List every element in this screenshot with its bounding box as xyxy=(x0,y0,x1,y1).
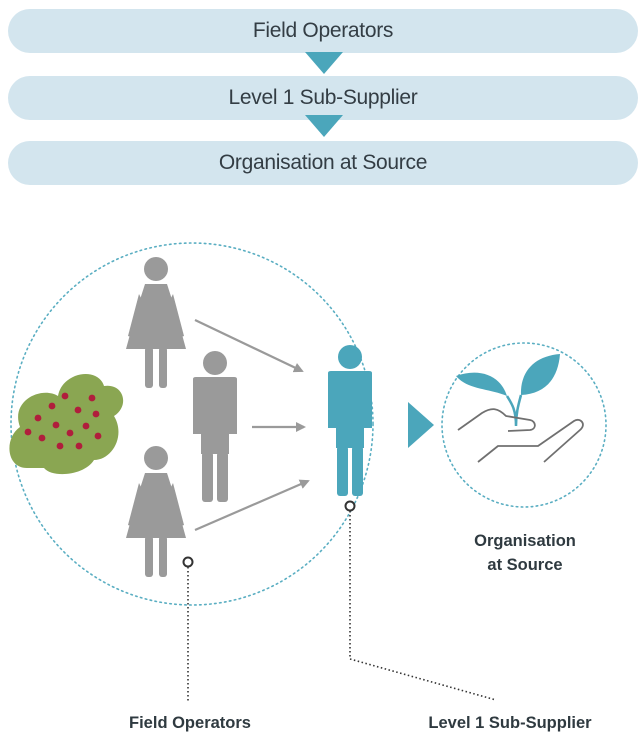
arrow-icon xyxy=(194,319,304,373)
field-operators-caption: Field Operators xyxy=(129,714,251,732)
flow-step-label: Field Operators xyxy=(252,19,394,42)
level1-supplier-marker xyxy=(344,500,356,512)
flow-arrow-right-icon xyxy=(408,402,434,448)
organisation-caption: Organisation at Source xyxy=(440,529,610,577)
flow-arrow-down-icon xyxy=(305,52,343,74)
flow-step-label: Level 1 Sub-Supplier xyxy=(228,86,418,109)
organisation-circle xyxy=(441,342,607,508)
organisation-caption-line1: Organisation xyxy=(474,532,576,550)
organisation-caption-line2: at Source xyxy=(487,556,563,574)
flow-step-field-operators: Field Operators xyxy=(8,9,638,53)
flow-step-label: Organisation at Source xyxy=(218,151,428,174)
flow-step-level1-supplier: Level 1 Sub-Supplier xyxy=(8,76,638,120)
plant-in-hand-icon xyxy=(456,354,584,463)
field-operator-woman-top xyxy=(126,257,186,388)
field-operators-marker xyxy=(182,556,194,568)
flow-step-organisation: Organisation at Source xyxy=(8,141,638,185)
field-operator-man xyxy=(193,351,237,502)
arrow-icon xyxy=(194,479,310,532)
berry-bush-icon xyxy=(9,373,124,475)
level1-supplier-caption: Level 1 Sub-Supplier xyxy=(428,714,592,732)
level1-supplier-leader xyxy=(349,511,497,701)
field-group-circle xyxy=(10,242,374,606)
field-operator-woman-bottom xyxy=(126,446,186,577)
flow-arrow-down-icon xyxy=(305,115,343,137)
